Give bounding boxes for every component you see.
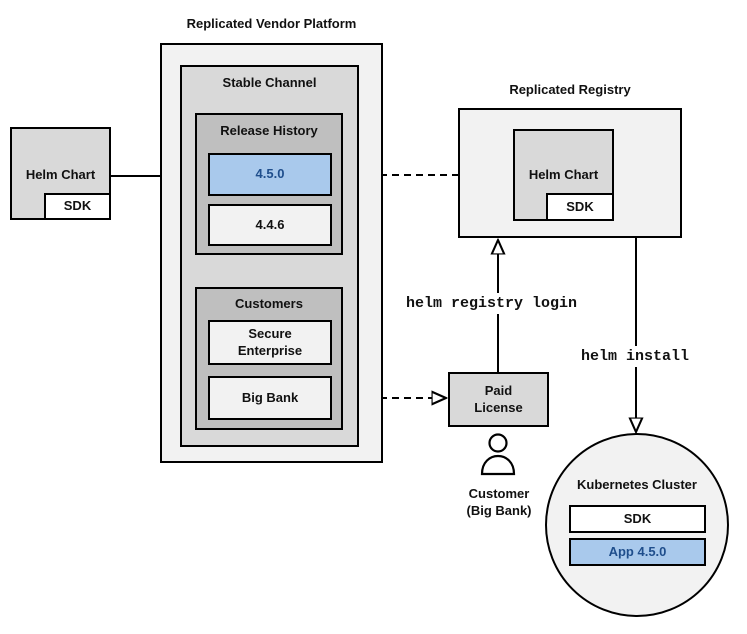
registry-sdk-box: SDK [546,193,614,221]
stable-channel-title: Stable Channel [222,75,317,90]
helm-install-command: helm install [578,346,693,367]
kubernetes-cluster-title: Kubernetes Cluster [577,477,697,492]
cluster-app-box[interactable]: App 4.5.0 [569,538,706,566]
customer-secure-enterprise[interactable]: Secure Enterprise [208,320,332,365]
paid-license-box[interactable]: Paid License [448,372,549,427]
customers-title: Customers [235,296,303,311]
helm-registry-login-command: helm registry login [403,293,581,314]
source-sdk-box: SDK [44,193,111,220]
registry-helm-chart-title: Helm Chart [528,167,599,182]
release-4-4-6[interactable]: 4.4.6 [208,204,332,246]
person-icon [480,433,516,476]
customer-big-bank[interactable]: Big Bank [208,376,332,420]
cluster-sdk-box: SDK [569,505,706,533]
release-4-5-0[interactable]: 4.5.0 [208,153,332,196]
source-helm-chart-title: Helm Chart [25,167,96,182]
release-history-title: Release History [220,123,318,138]
vendor-platform-title: Replicated Vendor Platform [186,16,357,31]
registry-title: Replicated Registry [509,82,631,97]
customer-label: Customer (Big Bank) [466,486,532,518]
